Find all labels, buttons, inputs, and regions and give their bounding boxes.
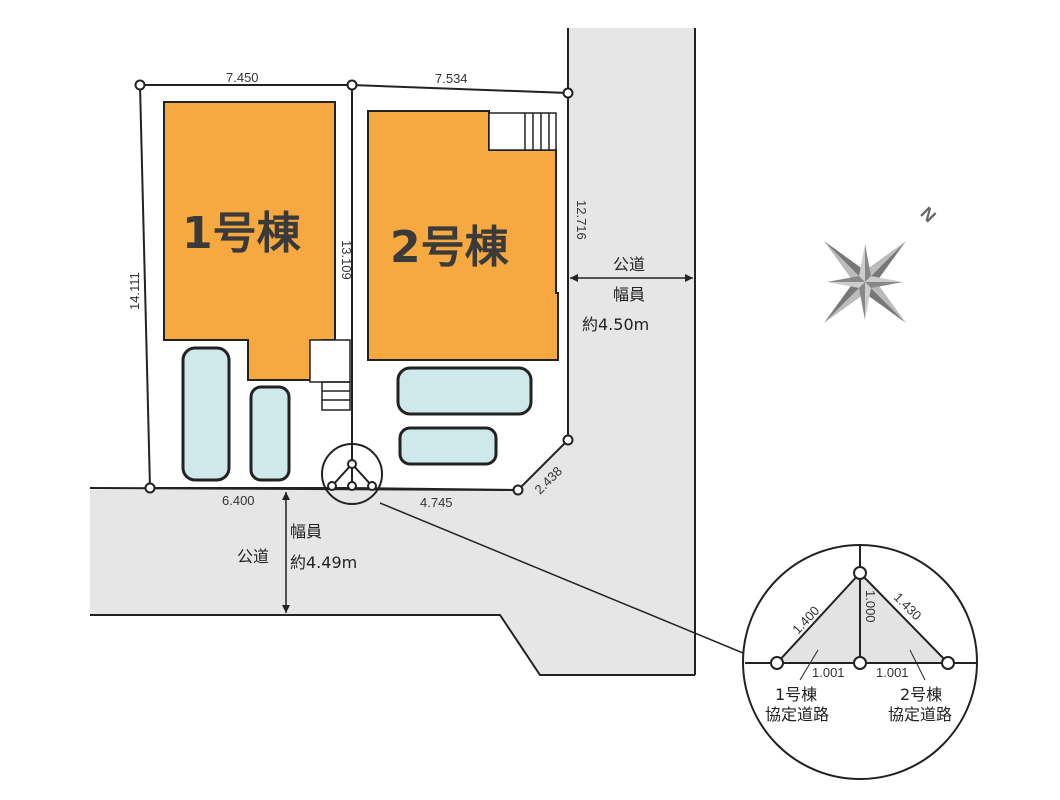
dim-lot1-top: 7.450 xyxy=(226,70,259,85)
shared-road-detail xyxy=(742,544,978,780)
detail-label-2b: 協定道路 xyxy=(888,705,952,724)
building-2-label: 2号棟 xyxy=(390,222,510,273)
car xyxy=(398,426,498,466)
east-road-name: 公道 xyxy=(613,255,645,274)
dim-lot2-top: 7.534 xyxy=(435,71,468,86)
compass-rose-icon xyxy=(823,240,907,324)
east-road-width-label: 幅員 xyxy=(613,285,645,304)
dim-shared: 13.109 xyxy=(339,240,354,280)
detail-label-1: 1号棟 xyxy=(775,685,817,704)
south-road-width: 約4.49m xyxy=(290,553,357,572)
car xyxy=(249,385,291,482)
car xyxy=(396,366,533,416)
shared-road-marker xyxy=(321,443,383,505)
east-road-width: 約4.50m xyxy=(582,315,649,334)
south-road-width-label: 幅員 xyxy=(290,522,322,541)
dim-lot2-right: 12.716 xyxy=(574,200,589,240)
compass-north-label: N xyxy=(917,203,940,226)
detail-label-2: 2号棟 xyxy=(900,685,942,704)
south-road-name: 公道 xyxy=(237,547,269,566)
east-road xyxy=(90,28,695,675)
detail-center: 1.000 xyxy=(863,590,878,623)
detail-label-1b: 協定道路 xyxy=(765,705,829,724)
dim-lot1-left: 14.111 xyxy=(127,272,142,310)
boundary-points xyxy=(134,79,574,496)
building-1-label: 1号棟 xyxy=(182,208,302,259)
car xyxy=(181,346,231,482)
dim-lot2-bottom: 4.745 xyxy=(420,495,453,510)
detail-left-base: 1.001 xyxy=(812,665,845,680)
dim-lot1-bottom: 6.400 xyxy=(222,493,255,508)
detail-right-base: 1.001 xyxy=(876,665,909,680)
